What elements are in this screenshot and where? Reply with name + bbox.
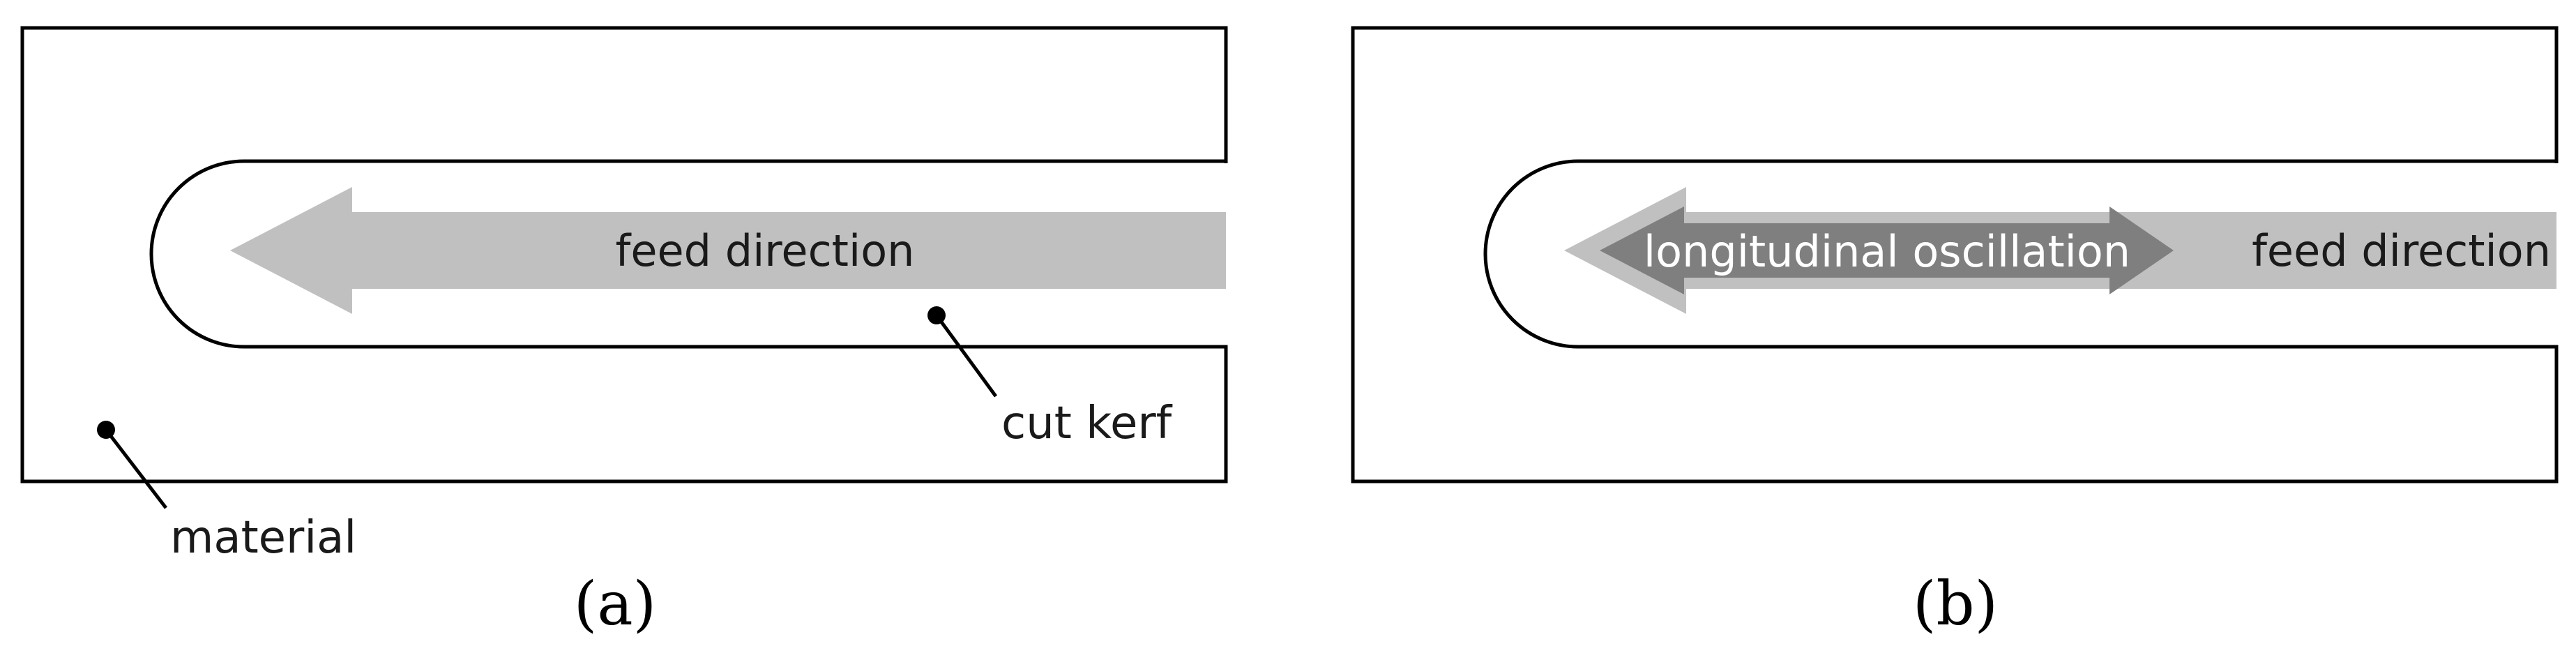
panel-b: longitudinal oscillation feed direction … [1351,26,2559,639]
material-outline-b [1351,26,2559,483]
feed-direction-arrow-a [230,187,1226,314]
cut-kerf-label: cut kerf [1001,398,1173,449]
caption-b: (b) [1913,569,1998,639]
material-callout-line [105,428,167,509]
kerf-callout-line [934,314,998,398]
feed-direction-label-a: feed direction [616,225,915,276]
panel-a: feed direction cut kerf material (a) [20,26,1228,639]
caption-a: (a) [574,569,656,639]
longitudinal-oscillation-label: longitudinal oscillation [1644,226,2130,277]
longitudinal-oscillation-arrow [1600,207,2174,294]
material-outline-a [20,26,1228,483]
feed-direction-label-b: feed direction [2252,225,2551,276]
material-label: material [170,512,356,564]
